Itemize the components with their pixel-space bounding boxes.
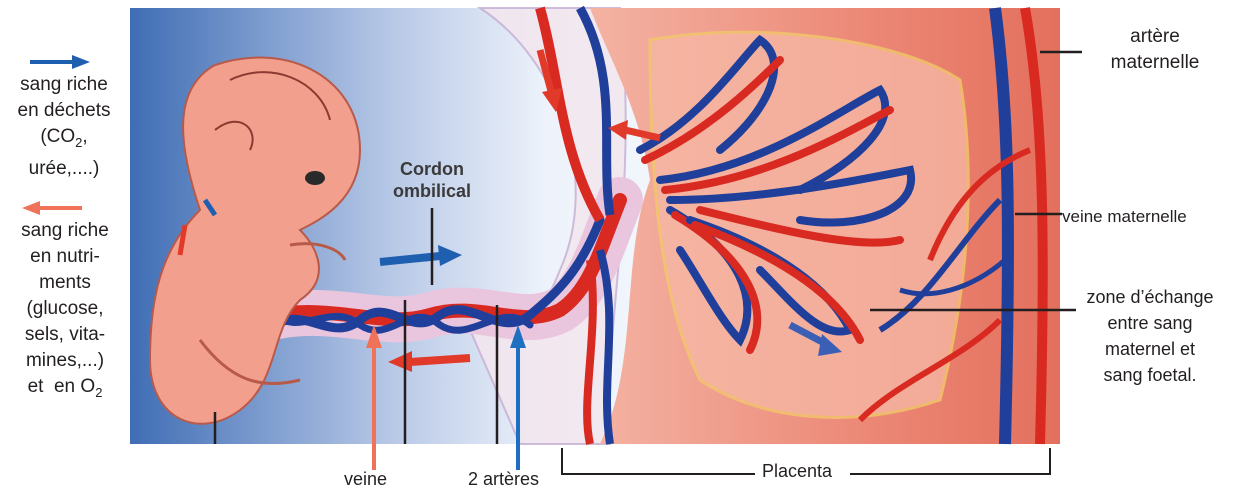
arteries-label: 2 artères (468, 466, 539, 492)
placenta-label: Placenta (762, 458, 832, 484)
maternal-vein-label: veine maternelle (1062, 204, 1187, 230)
maternal-artery-label: artère maternelle (1080, 24, 1230, 76)
legend-blue-text: sang riche en déchets (CO2, urée,....) (2, 72, 126, 182)
legend-red-line: (glucose, (2, 296, 128, 322)
legend-blue-line: (CO2, (2, 124, 126, 156)
legend-blue-line: urée,....) (2, 156, 126, 182)
legend-blue-arrow-icon (30, 55, 90, 69)
legend-red-text: sang riche en nutri- ments (glucose, sel… (2, 218, 128, 406)
legend-red-line: en nutri- (2, 244, 128, 270)
cord-label-line2: ombilical (382, 180, 482, 202)
legend-red-arrow-icon (22, 201, 82, 215)
legend-blue-line: sang riche (2, 72, 126, 98)
legend-blue-line: en déchets (2, 98, 126, 124)
legend-red-line: et en O2 (2, 374, 128, 406)
legend-red-line: mines,...) (2, 348, 128, 374)
cord-label-line1: Cordon (382, 158, 482, 180)
exchange-zone-label: zone d’échange entre sang maternel et sa… (1070, 284, 1230, 388)
legend-red-line: sang riche (2, 218, 128, 244)
legend-red-line: ments (2, 270, 128, 296)
cord-label: Cordon ombilical (382, 158, 482, 202)
vein-label: veine (344, 466, 387, 492)
legend-red-line: sels, vita- (2, 322, 128, 348)
